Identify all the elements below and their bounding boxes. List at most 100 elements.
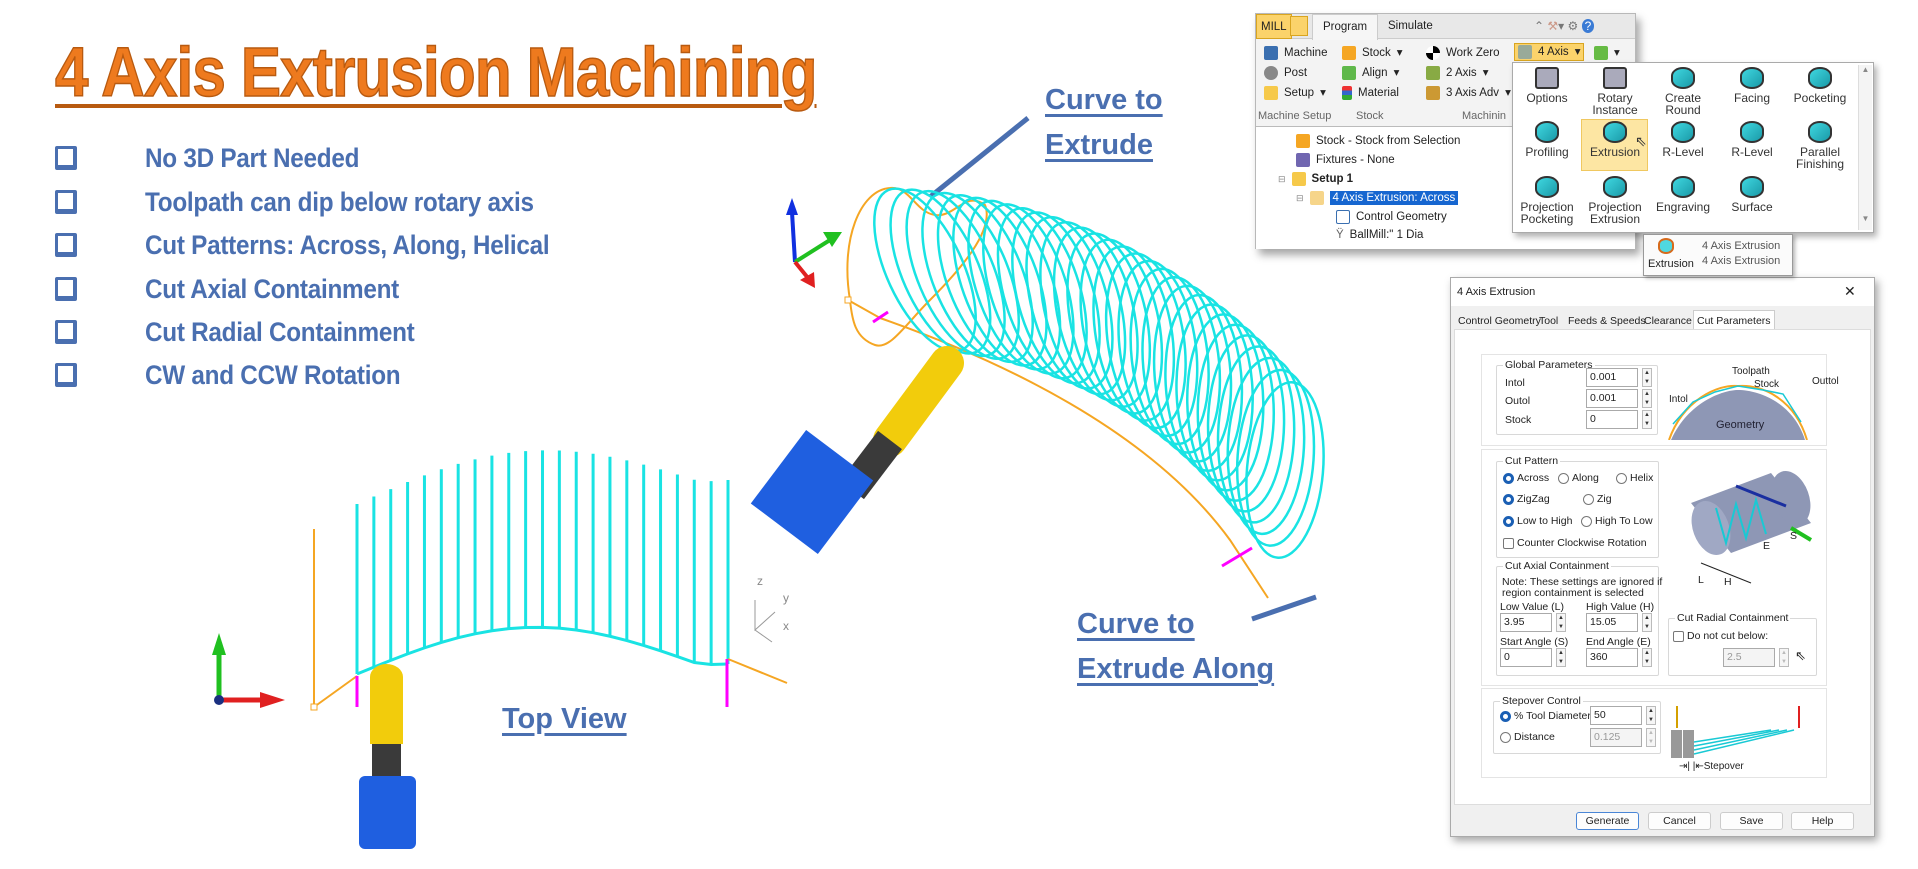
tree-item-control-geometry[interactable]: Control Geometry xyxy=(1336,210,1447,224)
stock-spinner[interactable]: ▲▼ xyxy=(1642,410,1652,429)
start-angle-input[interactable]: 0 xyxy=(1500,648,1552,667)
operation-icon xyxy=(1740,176,1764,198)
panel-item-label: Options xyxy=(1526,91,1568,105)
low-value-input[interactable]: 3.95 xyxy=(1500,613,1552,632)
diagram-s-label: S xyxy=(1790,530,1798,542)
panel-item-parallel-finishing[interactable]: Parallel Finishing xyxy=(1786,121,1854,170)
align-button[interactable]: Align ▾ xyxy=(1342,64,1399,82)
panel-item-rotary-instance[interactable]: Rotary Instance xyxy=(1581,67,1649,116)
quick-access-icon[interactable] xyxy=(1290,16,1308,36)
tree-item-stock[interactable]: Stock - Stock from Selection xyxy=(1296,134,1460,148)
panel-item-r-level[interactable]: R-Level xyxy=(1649,121,1717,158)
cut-below-spinner[interactable]: ▲▼ xyxy=(1779,648,1789,667)
checkbox-do-not-cut-below[interactable]: Do not cut below: xyxy=(1673,630,1768,642)
save-button[interactable]: Save xyxy=(1720,812,1783,830)
low-value-spinner[interactable]: ▲▼ xyxy=(1556,613,1566,632)
2-axis-button[interactable]: 2 Axis ▾ xyxy=(1426,64,1488,82)
intol-spinner[interactable]: ▲▼ xyxy=(1642,368,1652,387)
help-button[interactable]: Help xyxy=(1791,812,1854,830)
work-zero-button[interactable]: Work Zero xyxy=(1426,44,1499,62)
panel-item-extrusion[interactable]: Extrusion xyxy=(1581,121,1649,158)
low-value-label: Low Value (L) xyxy=(1500,601,1565,613)
ribbon-tools-icons[interactable]: ⌃ ⚒▾ ⚙ ? xyxy=(1534,19,1595,33)
label: BallMill:" 1 Dia xyxy=(1349,229,1424,241)
four-axis-extrusion-dialog: 4 Axis Extrusion ✕ Control Geometry Tool… xyxy=(1450,277,1875,837)
radio-zig[interactable]: Zig xyxy=(1583,493,1612,505)
panel-item-pocketing[interactable]: Pocketing xyxy=(1786,67,1854,104)
radio-along[interactable]: Along xyxy=(1558,472,1599,484)
tab-mill[interactable]: MILL xyxy=(1256,14,1292,39)
bullet-item: Cut Axial Containment xyxy=(55,274,399,304)
pick-cursor-icon[interactable]: ⇖ xyxy=(1795,648,1806,663)
radio-high-to-low[interactable]: High To Low xyxy=(1581,515,1653,527)
panel-item-projection-pocketing[interactable]: Projection Pocketing xyxy=(1513,176,1581,225)
cut-pattern-group: Cut Pattern xyxy=(1496,455,1659,558)
radio-distance[interactable]: Distance xyxy=(1500,731,1555,743)
high-value-spinner[interactable]: ▲▼ xyxy=(1642,613,1652,632)
tree-item-fixtures[interactable]: Fixtures - None xyxy=(1296,153,1395,167)
tree-item-tool[interactable]: Ÿ BallMill:" 1 Dia xyxy=(1336,229,1423,241)
panel-item-engraving[interactable]: Engraving xyxy=(1649,176,1717,213)
3-axis-adv-button[interactable]: 3 Axis Adv ▾ xyxy=(1426,84,1511,102)
tab-cut-parameters[interactable]: Cut Parameters xyxy=(1693,310,1775,332)
material-button[interactable]: Material xyxy=(1342,84,1399,102)
close-button[interactable]: ✕ xyxy=(1844,283,1856,299)
tab-program[interactable]: Program xyxy=(1312,14,1379,40)
post-button[interactable]: Post xyxy=(1264,64,1307,82)
radio-tool-diameter[interactable]: % Tool Diameter xyxy=(1500,710,1591,722)
checkbox-icon xyxy=(55,146,77,170)
group-title: Global Parameters xyxy=(1503,359,1595,371)
tab-simulate[interactable]: Simulate xyxy=(1388,20,1433,32)
tool-diameter-input[interactable]: 50 xyxy=(1590,706,1642,725)
stock-button[interactable]: Stock ▾ xyxy=(1342,44,1403,62)
label: ZigZag xyxy=(1517,493,1550,505)
panel-item-facing[interactable]: Facing xyxy=(1718,67,1786,104)
panel-item-r-level[interactable]: R-Level xyxy=(1718,121,1786,158)
tab-control-geometry[interactable]: Control Geometry xyxy=(1458,315,1541,327)
radio-low-to-high[interactable]: Low to High xyxy=(1503,515,1572,527)
stock-input[interactable]: 0 xyxy=(1586,410,1638,429)
start-angle-spinner[interactable]: ▲▼ xyxy=(1556,648,1566,667)
tab-feeds-speeds[interactable]: Feeds & Speeds xyxy=(1568,315,1646,327)
tab-clearance[interactable]: Clearance xyxy=(1644,315,1692,327)
tree-item-setup[interactable]: ⊟Setup 1 xyxy=(1278,172,1354,186)
distance-spinner[interactable]: ▲▼ xyxy=(1646,728,1656,747)
tool-diameter-spinner[interactable]: ▲▼ xyxy=(1646,706,1656,725)
outol-label: Outol xyxy=(1505,395,1531,407)
cancel-button[interactable]: Cancel xyxy=(1648,812,1711,830)
setup-button[interactable]: Setup ▾ xyxy=(1264,84,1326,102)
top-curve-ends xyxy=(313,658,788,708)
machine-button[interactable]: Machine xyxy=(1264,44,1327,62)
panel-scrollbar[interactable]: ▲▼ xyxy=(1858,65,1872,230)
label: Do not cut below: xyxy=(1687,630,1769,642)
radio-across[interactable]: Across xyxy=(1503,472,1549,484)
panel-item-surface[interactable]: Surface xyxy=(1718,176,1786,213)
tree-item-operation[interactable]: ⊟4 Axis Extrusion: Across xyxy=(1296,191,1459,205)
operation-icon xyxy=(1535,121,1559,143)
radio-zigzag[interactable]: ZigZag xyxy=(1503,493,1550,505)
high-value-input[interactable]: 15.05 xyxy=(1586,613,1638,632)
ballmill-icon: Ÿ xyxy=(1336,229,1344,241)
4-axis-button[interactable]: 4 Axis ▾ xyxy=(1514,43,1585,61)
checkbox-ccw-rotation[interactable]: Counter Clockwise Rotation xyxy=(1503,537,1647,549)
distance-input[interactable]: 0.125 xyxy=(1590,728,1642,747)
tab-tool[interactable]: Tool xyxy=(1539,315,1559,327)
outol-spinner[interactable]: ▲▼ xyxy=(1642,389,1652,408)
tools-button[interactable]: ▾ xyxy=(1594,44,1620,62)
outol-input[interactable]: 0.001 xyxy=(1586,389,1638,408)
work-zero-icon xyxy=(1426,46,1440,60)
group-title: Cut Pattern xyxy=(1503,455,1561,467)
geometry-icon xyxy=(1336,210,1350,224)
axis-z-label: z xyxy=(757,574,763,588)
end-angle-input[interactable]: 360 xyxy=(1586,648,1638,667)
cut-axial-group: Cut Axial Containment xyxy=(1496,560,1659,676)
generate-button[interactable]: Generate xyxy=(1576,812,1639,830)
panel-item-options[interactable]: Options xyxy=(1513,67,1581,104)
cut-below-input[interactable]: 2.5 xyxy=(1723,648,1775,667)
end-angle-spinner[interactable]: ▲▼ xyxy=(1642,648,1652,667)
intol-input[interactable]: 0.001 xyxy=(1586,368,1638,387)
panel-item-profiling[interactable]: Profiling xyxy=(1513,121,1581,158)
radio-helix[interactable]: Helix xyxy=(1616,472,1653,484)
panel-item-create-round[interactable]: Create Round xyxy=(1649,67,1717,116)
panel-item-projection-extrusion[interactable]: Projection Extrusion xyxy=(1581,176,1649,225)
